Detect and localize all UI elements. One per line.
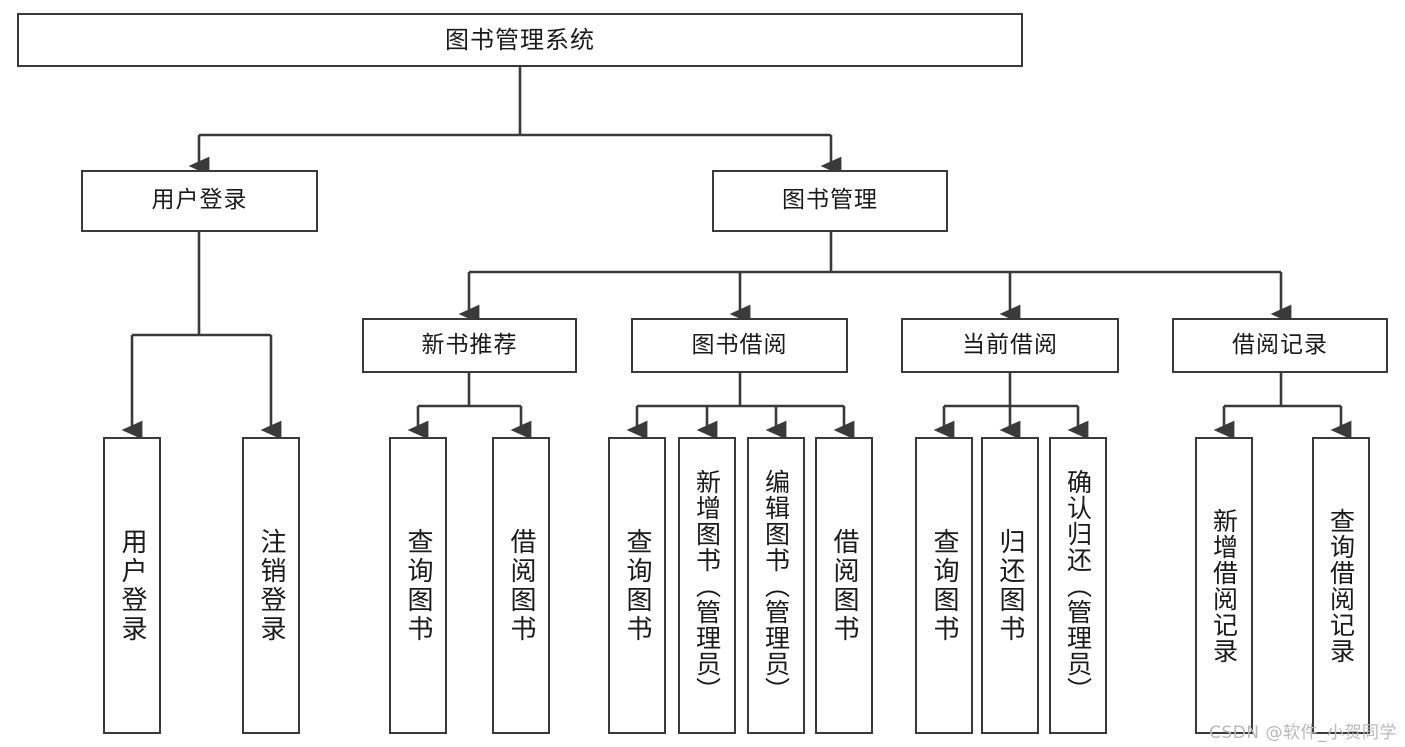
node-new-book-recommend[interactable]: 新书推荐 <box>362 318 577 373</box>
node-label: 查询图书 <box>622 527 653 644</box>
node-label: 归还图书 <box>995 527 1026 644</box>
node-label: 查询图书 <box>929 527 960 644</box>
node-label: 借阅图书 <box>829 527 860 644</box>
node-label: 图书借阅 <box>691 331 788 358</box>
leaf-book-borrow-borrow[interactable]: 借阅图书 <box>815 437 873 734</box>
node-label: 编辑图书（管理员） <box>761 468 791 703</box>
node-label: 借阅图书 <box>506 527 537 644</box>
node-label: 当前借阅 <box>962 331 1058 358</box>
leaf-borrow-record-query[interactable]: 查询借阅记录 <box>1312 437 1370 734</box>
leaf-new-book-borrow[interactable]: 借阅图书 <box>492 437 550 734</box>
node-label: 新书推荐 <box>421 331 518 358</box>
node-root-system[interactable]: 图书管理系统 <box>17 13 1023 67</box>
leaf-borrow-record-add[interactable]: 新增借阅记录 <box>1195 437 1253 734</box>
leaf-current-borrow-return[interactable]: 归还图书 <box>981 437 1039 734</box>
leaf-book-borrow-add[interactable]: 新增图书（管理员） <box>678 437 736 734</box>
node-label: 新增借阅记录 <box>1209 507 1239 664</box>
node-label: 注销登录 <box>256 527 287 644</box>
leaf-book-borrow-query[interactable]: 查询图书 <box>608 437 666 734</box>
node-book-borrow[interactable]: 图书借阅 <box>631 318 848 373</box>
node-label: 借阅记录 <box>1232 331 1328 358</box>
leaf-new-book-query[interactable]: 查询图书 <box>389 437 447 734</box>
node-user-login[interactable]: 用户登录 <box>81 170 318 232</box>
node-current-borrow[interactable]: 当前借阅 <box>901 318 1119 373</box>
node-label: 查询借阅记录 <box>1326 507 1356 664</box>
leaf-book-borrow-edit[interactable]: 编辑图书（管理员） <box>747 437 805 734</box>
node-label: 新增图书（管理员） <box>692 468 722 703</box>
leaf-user-login-login[interactable]: 用户登录 <box>103 437 161 734</box>
node-label: 图书管理系统 <box>445 25 595 54</box>
node-book-management[interactable]: 图书管理 <box>712 170 948 232</box>
watermark-text: CSDN @软件_小贺同学 <box>1209 723 1397 743</box>
node-label: 查询图书 <box>403 527 434 644</box>
node-label: 用户登录 <box>151 187 248 214</box>
node-label: 确认归还（管理员） <box>1063 468 1093 703</box>
node-borrow-record[interactable]: 借阅记录 <box>1172 318 1388 373</box>
leaf-current-borrow-query[interactable]: 查询图书 <box>915 437 973 734</box>
leaf-current-borrow-confirm-return[interactable]: 确认归还（管理员） <box>1049 437 1107 734</box>
leaf-user-login-logout[interactable]: 注销登录 <box>242 437 300 734</box>
node-label: 图书管理 <box>782 187 878 214</box>
node-label: 用户登录 <box>117 527 148 644</box>
